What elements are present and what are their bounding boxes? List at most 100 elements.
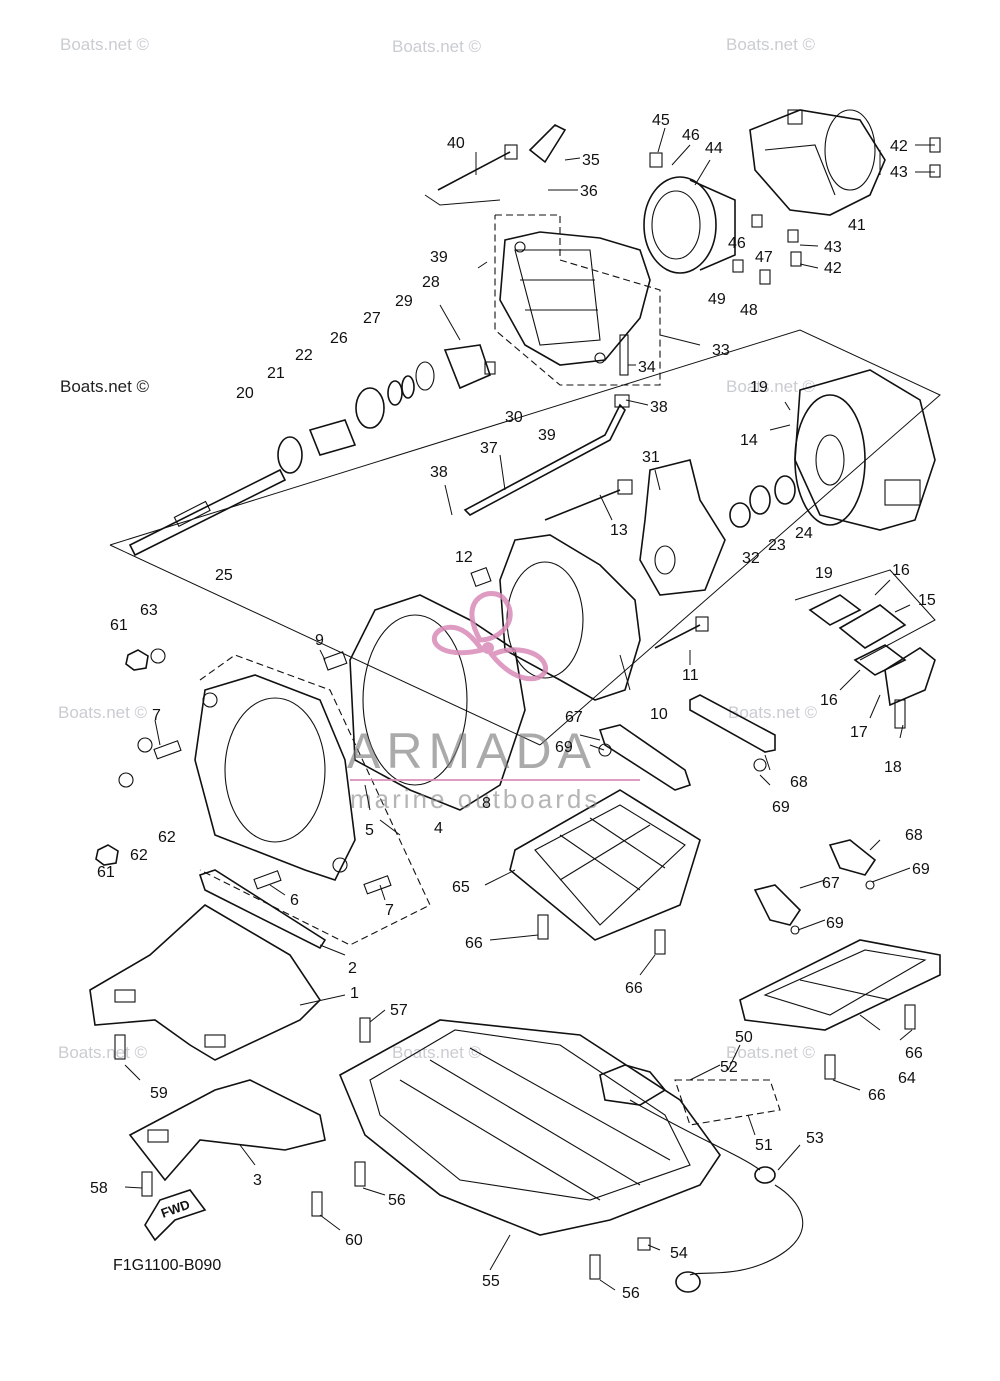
watermark: Boats.net © [60, 377, 150, 396]
callout-46: 46 [682, 127, 700, 144]
callout-labels: 1 2 3 4 5 6 7 7 8 9 10 11 12 13 14 15 16… [90, 112, 936, 1302]
callout-25: 25 [215, 567, 233, 584]
reverse-bucket-41 [749, 109, 886, 216]
callout-28: 28 [422, 274, 440, 291]
callout-39: 39 [430, 249, 448, 266]
brand-tagline: marine outboards [350, 784, 600, 814]
watermark: Boats.net © [392, 37, 482, 56]
callout-68: 68 [790, 774, 808, 791]
watermark: Boats.net © [726, 1043, 816, 1062]
watermark: Boats.net © [726, 377, 816, 396]
fwd-label: FWD [159, 1197, 192, 1221]
callout-30: 30 [505, 409, 523, 426]
watermark: Boats.net © [726, 35, 816, 54]
callout-63: 63 [140, 602, 158, 619]
callout-61: 61 [110, 617, 128, 634]
callout-48: 48 [740, 302, 758, 319]
callout-69b: 69 [772, 799, 790, 816]
figure-code: F1G1100-B090 [113, 1257, 221, 1274]
callout-49: 49 [708, 291, 726, 308]
callout-62b: 62 [130, 847, 148, 864]
watermark: Boats.net © [60, 35, 150, 54]
callout-41: 41 [848, 217, 866, 234]
duct-housing-8 [349, 594, 526, 811]
callout-16: 16 [892, 562, 910, 579]
callout-32: 32 [742, 550, 760, 567]
callout-45: 45 [652, 112, 670, 129]
brand-logo: ARMADA marine outboards [347, 591, 640, 814]
callout-5: 5 [365, 822, 374, 839]
callout-3: 3 [253, 1172, 262, 1189]
pump-housing-33 [499, 231, 651, 366]
callout-59: 59 [150, 1085, 168, 1102]
hull-plate-55 [338, 1019, 721, 1236]
callout-35: 35 [582, 152, 600, 169]
leader-lines [124, 127, 935, 1291]
callout-43: 43 [890, 164, 908, 181]
callout-66c: 66 [905, 1045, 923, 1062]
rods-and-bolts [437, 124, 709, 649]
mounting-plate-4 [194, 674, 356, 881]
callout-8: 8 [482, 795, 491, 812]
callout-66d: 66 [868, 1087, 886, 1104]
fasteners [95, 137, 941, 1280]
assembly-outlines [109, 150, 941, 946]
callout-69c: 69 [912, 861, 930, 878]
callout-42b: 42 [824, 260, 842, 277]
impeller-31 [639, 459, 726, 596]
callout-24: 24 [795, 525, 813, 542]
callout-1: 1 [350, 985, 359, 1002]
callout-15: 15 [918, 592, 936, 609]
hull-bracket-3 [128, 1079, 326, 1182]
callout-20: 20 [236, 385, 254, 402]
callout-69: 69 [555, 739, 573, 756]
hull-strip-2 [198, 869, 327, 950]
watermark: Boats.net © [58, 1043, 148, 1062]
callout-51: 51 [755, 1137, 773, 1154]
callout-23: 23 [768, 537, 786, 554]
propeller-logo-icon [432, 591, 548, 682]
callout-54: 54 [670, 1245, 688, 1262]
callout-56b: 56 [622, 1285, 640, 1302]
callout-14: 14 [740, 432, 758, 449]
callout-19b: 19 [815, 565, 833, 582]
callout-36: 36 [580, 183, 598, 200]
callout-58: 58 [90, 1180, 108, 1197]
callout-69d: 69 [826, 915, 844, 932]
callout-50: 50 [735, 1029, 753, 1046]
callout-16b: 16 [820, 692, 838, 709]
drive-shaft-25 [128, 344, 491, 557]
ride-plate-64 [739, 939, 941, 1031]
callout-13: 13 [610, 522, 628, 539]
callout-47: 47 [755, 249, 773, 266]
callout-46b: 46 [728, 235, 746, 252]
callout-60: 60 [345, 1232, 363, 1249]
callout-33: 33 [712, 342, 730, 359]
callout-56: 56 [388, 1192, 406, 1209]
callout-12: 12 [455, 549, 473, 566]
callout-38b: 38 [430, 464, 448, 481]
callout-7: 7 [152, 707, 161, 724]
callout-6: 6 [290, 892, 299, 909]
callout-9: 9 [315, 632, 324, 649]
intake-grate [808, 594, 936, 707]
callout-27: 27 [363, 310, 381, 327]
callout-43b: 43 [824, 239, 842, 256]
callout-61b: 61 [97, 864, 115, 881]
callout-67b: 67 [822, 875, 840, 892]
callout-66b: 66 [625, 980, 643, 997]
callout-19: 19 [750, 379, 768, 396]
hull-lower-1 [89, 904, 322, 1061]
callout-11: 11 [682, 667, 699, 684]
callout-39b: 39 [538, 427, 556, 444]
callout-10: 10 [650, 706, 668, 723]
callout-42: 42 [890, 138, 908, 155]
callout-7b: 7 [385, 902, 394, 919]
callout-66: 66 [465, 935, 483, 952]
callout-64: 64 [898, 1070, 916, 1087]
callout-68b: 68 [905, 827, 923, 844]
callout-17: 17 [850, 724, 868, 741]
callout-37: 37 [480, 440, 498, 457]
callout-18: 18 [884, 759, 902, 776]
